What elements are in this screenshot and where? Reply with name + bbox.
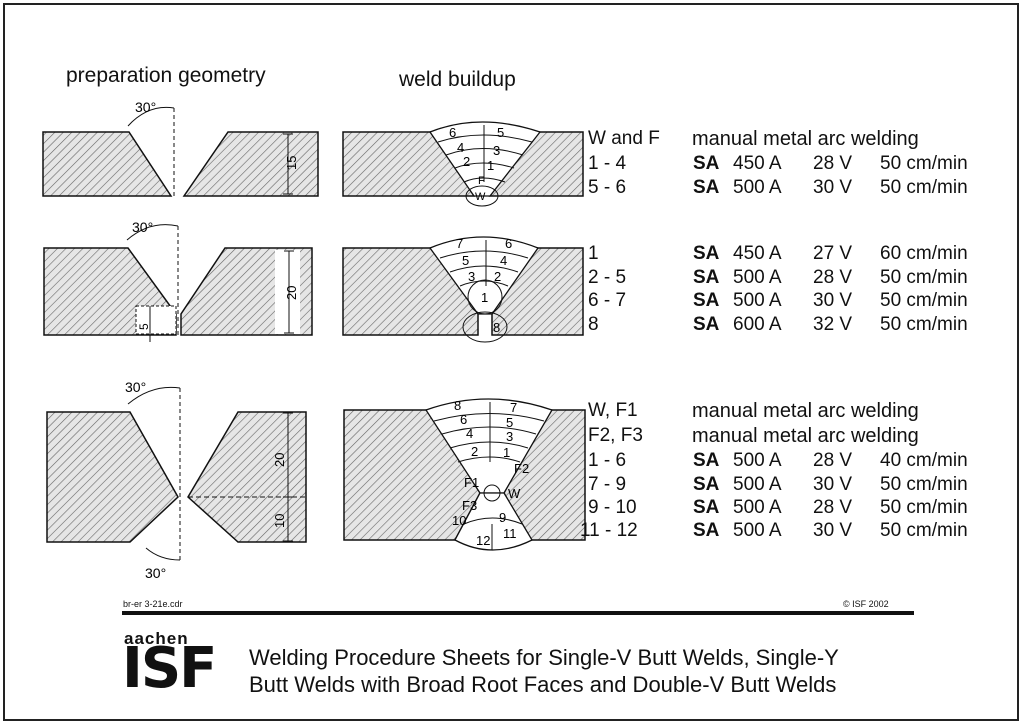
file-reference: br-er 3-21e.cdr <box>123 599 183 609</box>
section2-angle-label: 30° <box>132 219 153 235</box>
section2-root-label: 5 <box>137 323 151 330</box>
svg-text:W: W <box>508 486 521 501</box>
parameter-row: 5 - 6 SA 500 A 30 V 50 cm/min <box>588 177 968 198</box>
logo-aachen: aachen <box>124 629 189 648</box>
parameter-row: W and F manual metal arc welding <box>588 128 919 150</box>
svg-text:F: F <box>478 175 485 187</box>
svg-text:2: 2 <box>463 154 470 169</box>
section3-preparation: 30° 30° 20 10 <box>46 379 307 581</box>
svg-text:6: 6 <box>505 236 512 251</box>
svg-text:4: 4 <box>466 426 473 441</box>
copyright: © ISF 2002 <box>843 599 889 609</box>
svg-text:1: 1 <box>503 445 510 460</box>
parameter-row: F2, F3 manual metal arc welding <box>588 425 919 447</box>
svg-text:W: W <box>475 191 486 203</box>
footer-rule <box>122 611 914 615</box>
parameter-row: 11 - 12 SA 500 A 30 V 50 cm/min <box>580 520 968 541</box>
svg-text:3: 3 <box>493 143 500 158</box>
parameter-row: 2 - 5 SA 500 A 28 V 50 cm/min <box>588 267 968 288</box>
svg-text:F1: F1 <box>464 475 479 490</box>
weld-buildup-header: weld buildup <box>399 68 516 91</box>
section3-top-dimension-label: 20 <box>272 453 287 467</box>
svg-text:1: 1 <box>487 158 494 173</box>
section2-thickness-label: 20 <box>284 286 299 300</box>
parameter-row: 8 SA 600 A 32 V 50 cm/min <box>588 314 968 335</box>
title-line-1: Welding Procedure Sheets for Single-V Bu… <box>249 645 839 670</box>
svg-text:2: 2 <box>494 269 501 284</box>
section3-buildup: 8 7 6 5 4 3 2 1 F2 F1 W F3 10 9 12 11 <box>343 398 586 551</box>
parameter-row: 7 - 9 SA 500 A 30 V 50 cm/min <box>588 474 968 495</box>
svg-text:9: 9 <box>499 510 506 525</box>
svg-text:6: 6 <box>460 412 467 427</box>
svg-text:2: 2 <box>471 444 478 459</box>
svg-text:5: 5 <box>506 415 513 430</box>
section3-bottom-dimension-label: 10 <box>272 514 287 528</box>
parameter-row: 6 - 7 SA 500 A 30 V 50 cm/min <box>588 290 968 311</box>
svg-text:1: 1 <box>481 290 488 305</box>
section1-angle-label: 30° <box>135 99 156 115</box>
section1-buildup: 6 5 4 3 2 1 F W <box>342 121 584 207</box>
title-line-2: Butt Welds with Broad Root Faces and Dou… <box>249 672 837 697</box>
svg-text:5: 5 <box>462 253 469 268</box>
svg-text:7: 7 <box>510 400 517 415</box>
svg-text:F2: F2 <box>514 461 529 476</box>
parameter-row: 9 - 10 SA 500 A 28 V 50 cm/min <box>588 497 968 518</box>
svg-text:4: 4 <box>457 140 464 155</box>
svg-text:F3: F3 <box>462 498 477 513</box>
svg-text:3: 3 <box>468 269 475 284</box>
section1-preparation: 30° 15 <box>42 99 319 198</box>
preparation-geometry-header: preparation geometry <box>66 64 266 87</box>
section2-buildup: 7 6 5 4 3 2 1 8 <box>342 236 584 343</box>
parameter-row: 1 - 4 SA 450 A 28 V 50 cm/min <box>588 153 968 174</box>
svg-text:11: 11 <box>503 526 517 541</box>
parameter-row: W, F1 manual metal arc welding <box>588 400 919 422</box>
svg-text:4: 4 <box>500 253 507 268</box>
section2-preparation: 30° 20 5 <box>43 219 313 342</box>
svg-text:5: 5 <box>497 125 504 140</box>
page-frame <box>3 3 1019 721</box>
svg-text:10: 10 <box>452 513 466 528</box>
section1-thickness-label: 15 <box>284 156 299 170</box>
svg-text:12: 12 <box>476 533 490 548</box>
section3-angle-top-label: 30° <box>125 379 146 395</box>
logo-isf: ISF <box>122 636 217 701</box>
parameter-row: 1 - 6 SA 500 A 28 V 40 cm/min <box>588 450 968 471</box>
svg-text:8: 8 <box>493 320 500 335</box>
parameter-row: 1 SA 450 A 27 V 60 cm/min <box>588 243 968 264</box>
svg-text:7: 7 <box>456 236 463 251</box>
section3-angle-bottom-label: 30° <box>145 565 166 581</box>
svg-text:8: 8 <box>454 398 461 413</box>
svg-text:6: 6 <box>449 125 456 140</box>
svg-text:3: 3 <box>506 429 513 444</box>
